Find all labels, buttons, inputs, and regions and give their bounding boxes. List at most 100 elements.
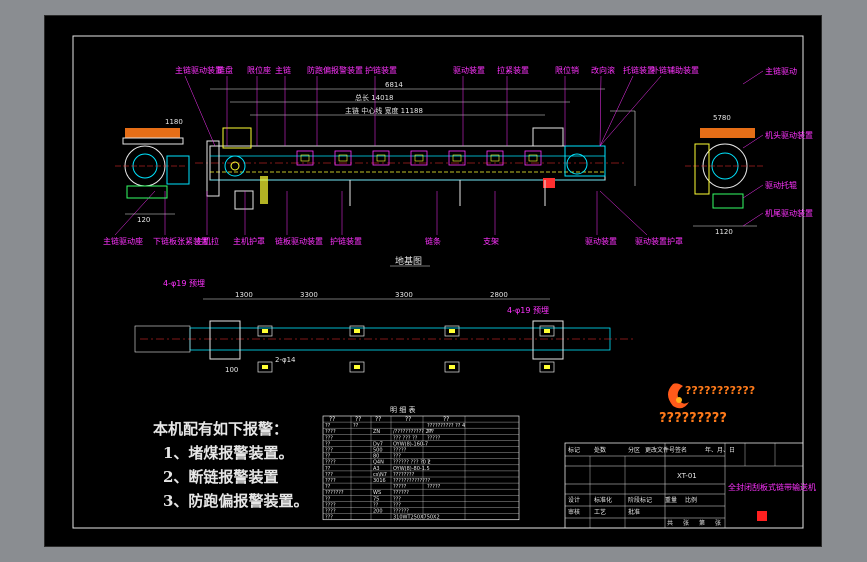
parts-cell: ?????????????? <box>393 478 430 484</box>
parts-cell: ?????????? ?? 4 <box>427 423 465 429</box>
dim-left-1: 1180 <box>165 118 183 126</box>
parts-header-4: ?? <box>443 416 449 423</box>
parts-cell: ??? <box>325 515 333 521</box>
parts-header-1: ?? <box>355 416 361 423</box>
callout-top-3: 主链 <box>275 65 291 75</box>
fdim-3: 3300 <box>395 291 413 299</box>
parts-cell: 75 <box>373 496 379 502</box>
fdim-1: 1300 <box>235 291 253 299</box>
logo <box>668 383 689 409</box>
parts-cell: ???? <box>325 509 336 515</box>
outer-frame <box>72 35 804 529</box>
fdim-2: 3300 <box>300 291 318 299</box>
title-label-9: 重量 <box>665 496 677 504</box>
callout-top-1: 链盘 <box>217 65 233 75</box>
callout-right-0: 主链驱动 <box>765 66 797 76</box>
title-label-7: 标准化 <box>594 496 612 504</box>
parts-cell: ?????? <box>393 509 409 515</box>
notes-item-3: 3、防跑偏报警装置。 <box>163 492 308 510</box>
parts-cell: ????? <box>393 484 407 490</box>
drawing-viewport[interactable]: 6814 总长 14018 主链 中心线 宽度 11188 主链驱动装置 链盘 限位… <box>44 15 822 547</box>
pad-6 <box>444 361 460 373</box>
title-label-6: 设计 <box>568 496 580 504</box>
parts-cell: 310WT250X750X2 <box>393 515 440 521</box>
title-label-2: 分区 <box>628 446 640 454</box>
parts-cell: ?? <box>325 441 331 447</box>
notes-heading: 本机配有如下报警： <box>153 420 288 438</box>
inspection-windows <box>296 150 542 166</box>
parts-cell: WS <box>373 490 381 496</box>
parts-cell: ??? <box>325 435 333 441</box>
fnote-2: 4-φ19 预埋 <box>507 305 549 315</box>
callout-top-5: 护链装置 <box>365 65 397 75</box>
notes-item-1: 1、堵煤报警装置。 <box>163 444 293 462</box>
callout-right-1: 机头驱动装置 <box>765 130 813 140</box>
window-3 <box>410 150 428 166</box>
parts-cell: ?? <box>325 484 331 490</box>
title-label-15: 张 <box>683 519 689 527</box>
parts-cell: ? <box>427 460 430 466</box>
parts-cell: OYW(8)-80-1.5 <box>393 466 430 472</box>
parts-cell: ?? <box>353 423 359 429</box>
dim-right-1: 5780 <box>713 114 731 122</box>
parts-cell: cs\N7 <box>373 472 387 478</box>
pad-5 <box>349 361 365 373</box>
dim-top-3: 主链 中心线 宽度 11188 <box>345 106 423 115</box>
title-block <box>564 442 804 529</box>
right-end-view: 5780 1120 <box>685 114 763 236</box>
parts-cell: ?? <box>373 502 379 508</box>
notes-item-2: 2、断链报警装置 <box>163 468 278 486</box>
parts-cell: ZN <box>373 429 380 435</box>
parts-cell: OYW(8)-160-7 <box>393 441 428 447</box>
dim-top-1: 6814 <box>385 81 403 89</box>
title-code: XT-01 <box>677 472 697 480</box>
pad-7 <box>539 361 555 373</box>
logo-line-2: ????????? <box>659 411 727 426</box>
parts-cell: ?? <box>325 466 331 472</box>
title-label-17: 张 <box>715 519 721 527</box>
dim-left-2: 120 <box>137 216 150 224</box>
callout-bottom-1: 下链板张紧装置 <box>153 236 209 246</box>
window-2 <box>372 150 390 166</box>
callout-bottom-4: 链板驱动装置 <box>275 236 323 246</box>
foundation-plan: 1300 3300 3300 2800 100 2-φ14 4-φ19 预埋 4… <box>134 278 635 374</box>
parts-caption: 明 细 表 <box>390 405 415 414</box>
window-4 <box>448 150 466 166</box>
cad-drawing: 6814 总长 14018 主链 中心线 宽度 11188 主链驱动装置 链盘 限位… <box>72 35 816 529</box>
pad-0 <box>257 325 273 337</box>
window-6 <box>524 150 542 166</box>
pad-1 <box>349 325 365 337</box>
parts-cell: ?????? <box>393 490 409 496</box>
callout-bottom-0: 主链驱动座 <box>103 236 143 246</box>
callout-bottom-5: 护链装置 <box>330 236 362 246</box>
callout-top-7: 拉紧装置 <box>497 65 529 75</box>
callout-right-3: 机尾驱动装置 <box>765 208 813 218</box>
title-label-3: 更改文件号 <box>645 446 675 454</box>
parts-table: ???????????????????????? ?? 4????ZN/????… <box>322 415 520 521</box>
parts-cell: 80 <box>373 454 379 460</box>
pad-3 <box>539 325 555 337</box>
parts-cell: ?? <box>427 429 433 435</box>
window-1 <box>334 150 352 166</box>
pad-2 <box>444 325 460 337</box>
callout-right-2: 驱动托辊 <box>765 180 797 190</box>
dim-right-2: 1120 <box>715 228 733 236</box>
parts-cell: ??? <box>393 502 401 508</box>
parts-cell: 500 <box>373 448 383 454</box>
parts-cell: ??? ??? ?? <box>393 435 418 441</box>
foundation-title: 地基图 <box>395 255 422 267</box>
main-elevation: 6814 总长 14018 主链 中心线 宽度 11188 <box>195 81 636 210</box>
parts-cell: 3016 <box>373 478 386 484</box>
title-label-10: 比例 <box>685 496 697 504</box>
callout-top-2: 限位座 <box>247 65 271 75</box>
parts-cell: ?? <box>325 423 331 429</box>
window-5 <box>486 150 504 166</box>
fdim-5: 100 <box>225 366 238 374</box>
parts-header-2: ?? <box>375 416 381 423</box>
callout-bottom-8: 驱动装置 <box>585 236 617 246</box>
parts-cell: Dy7 <box>373 441 383 447</box>
parts-cell: ?? <box>325 454 331 460</box>
title-label-12: 工艺 <box>594 508 606 516</box>
parts-cell: ??? <box>393 496 401 502</box>
